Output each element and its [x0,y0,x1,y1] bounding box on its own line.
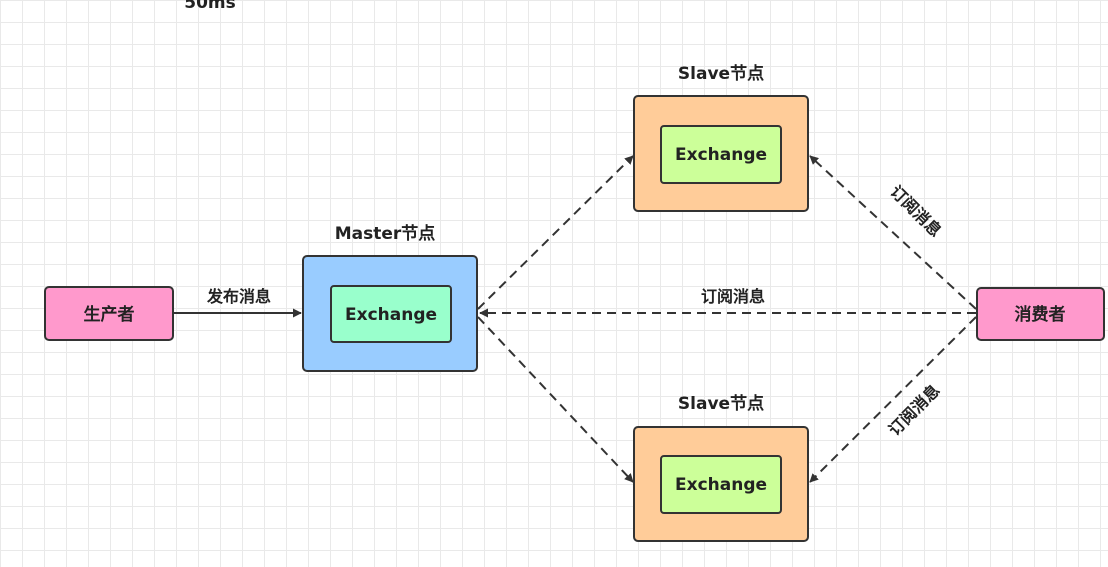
consumer-node: 消费者 [976,287,1105,341]
slave-bottom-title: Slave节点 [678,393,764,414]
master-exchange-label: Exchange [345,305,437,325]
consumer-to-slave-bottom-arrow [809,316,977,483]
master-to-slave-bottom-arrow [477,316,634,483]
subscribe-middle-label: 订阅消息 [701,287,765,306]
subscribe-bottom-label: 订阅消息 [885,381,944,440]
consumer-label: 消费者 [1015,304,1066,325]
consumer-box [976,287,1105,341]
producer-box [44,286,174,341]
slave-top-title: Slave节点 [678,63,764,84]
top-note: 50ms [184,0,236,13]
master-exchange-box [330,285,452,343]
producer-node: 生产者 [44,286,174,341]
master-node: Master节点 Exchange [302,223,478,372]
slave-bottom-node: Slave节点 Exchange [633,393,809,542]
slave-bottom-exchange-label: Exchange [675,475,767,495]
slave-top-node: Slave节点 Exchange [633,63,809,212]
producer-label: 生产者 [84,304,135,325]
subscribe-top-label: 订阅消息 [887,182,946,241]
slave-top-exchange-box [660,125,782,184]
master-to-slave-top-arrow [477,155,634,310]
master-title: Master节点 [335,223,436,244]
slave-top-exchange-label: Exchange [675,145,767,165]
slave-bottom-exchange-box [660,455,782,514]
publish-label: 发布消息 [206,287,271,306]
consumer-to-slave-top-arrow [809,155,977,310]
